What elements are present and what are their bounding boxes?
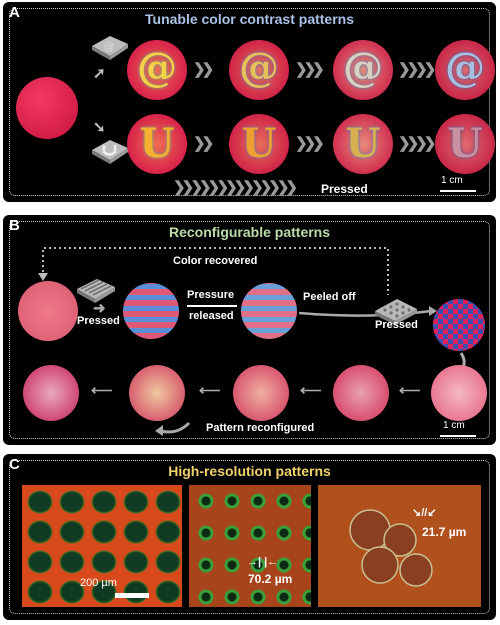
at-stamp-icon: @ [92, 36, 128, 60]
scale-label-a: 1 cm [441, 175, 463, 186]
circle-outlines [349, 509, 433, 587]
dimension-label-21um: 21.7 µm [422, 525, 467, 539]
at-disc-3: @ [333, 40, 393, 100]
at-glyph: @ [343, 44, 383, 91]
panel-a-title: Tunable color contrast patterns [145, 11, 354, 27]
pattern-reconfigured-label: Pattern reconfigured [206, 422, 315, 434]
panel-c-frame [9, 460, 490, 614]
curve-left-arrow [155, 421, 191, 436]
pressure-arrow [187, 305, 237, 307]
recovery-loop-line [38, 247, 389, 295]
pattern-disc-1 [23, 365, 79, 421]
arrow-left-icon-4: ⟵ [91, 382, 112, 399]
u-glyph: U [447, 120, 483, 167]
pattern-disc-4 [333, 365, 389, 421]
panel-b-title: Reconfigurable patterns [168, 224, 331, 240]
chevrons-2-icon: ❯❯❯ [295, 61, 325, 78]
scale-bar-b [440, 435, 476, 437]
peel-arrow [299, 306, 437, 317]
panel-b: B Reconfigurable patterns Color recovere… [3, 215, 496, 445]
panel-b-label: B [9, 217, 20, 234]
arrow-up-icon: ➚ [93, 65, 105, 82]
arrow-left-icon-1: ⟵ [399, 382, 420, 399]
u-disc-4: U [435, 114, 495, 174]
svg-text:@: @ [104, 40, 115, 53]
dimension-arrows-icon: →| |← [247, 556, 279, 568]
scale-label-c: 200 µm [80, 577, 117, 589]
arrow-right-icon: ➜ [93, 300, 105, 317]
chevrons-3-icon: ❯❯❯❯ [398, 61, 436, 78]
chevrons-5-icon: ❯❯❯ [295, 135, 325, 152]
u-disc-3: U [333, 114, 393, 174]
dot-stamp-icon [375, 299, 417, 325]
recovered-pink-disc [18, 281, 78, 341]
scale-bar-c [115, 593, 149, 598]
released-label: released [189, 310, 234, 322]
dimension-label-70um: 70.2 µm [248, 572, 293, 586]
pattern-disc-2 [129, 365, 185, 421]
arrow-left-icon-3: ⟵ [199, 382, 220, 399]
arrow-down-icon: ➘ [93, 119, 105, 136]
initial-red-disc [16, 77, 78, 139]
pressure-label: Pressure [187, 289, 235, 301]
u-disc-1: U [127, 114, 187, 174]
panel-c-label: C [9, 456, 20, 473]
color-recovered-label: Color recovered [173, 255, 258, 267]
panel-c-title: High-resolution patterns [168, 463, 331, 479]
pressed-label-1: Pressed [77, 315, 120, 327]
peeled-off-label: Peeled off [303, 291, 356, 303]
chevrons-4-icon: ❯❯ [193, 135, 214, 152]
u-stamp-icon [92, 140, 128, 164]
pattern-disc-3 [233, 365, 289, 421]
at-disc-4: @ [435, 40, 495, 100]
panel-a-frame [9, 8, 490, 196]
at-disc-1: @ [127, 40, 187, 100]
dimension-arrows-icon-2: ↘//↙ [412, 507, 437, 519]
micrograph-circles [318, 485, 481, 607]
panel-a: A Tunable color contrast patterns @ ➚ ➘ … [3, 2, 496, 202]
striped-disc-2 [241, 283, 297, 339]
arrow-left-icon-2: ⟵ [300, 382, 321, 399]
pressed-label-2: Pressed [375, 319, 418, 331]
checker-disc [433, 299, 485, 351]
scale-bar-a [440, 190, 476, 192]
at-disc-2: @ [229, 40, 289, 100]
chevrons-6-icon: ❯❯❯❯ [398, 135, 436, 152]
micrograph-dots [189, 485, 311, 607]
u-glyph: U [241, 120, 277, 167]
panel-a-label: A [9, 4, 20, 21]
striped-disc-1 [123, 283, 179, 339]
u-disc-2: U [229, 114, 289, 174]
pattern-disc-5 [431, 365, 487, 421]
panel-b-frame [9, 221, 490, 439]
chevrons-1-icon: ❯❯ [193, 61, 214, 78]
pressed-legend-label: Pressed [321, 182, 368, 196]
scale-label-b: 1 cm [443, 420, 465, 431]
micrograph-squares [22, 485, 182, 607]
u-glyph: U [345, 120, 381, 167]
at-glyph: @ [137, 44, 177, 91]
at-glyph: @ [239, 44, 279, 91]
line-stamp-icon [77, 279, 115, 303]
legend-chevrons-icon: ❯❯ ❯❯❯ ❯❯❯❯ ❯❯❯❯❯ [173, 179, 298, 196]
at-glyph: @ [445, 44, 485, 91]
u-glyph: U [139, 120, 175, 167]
